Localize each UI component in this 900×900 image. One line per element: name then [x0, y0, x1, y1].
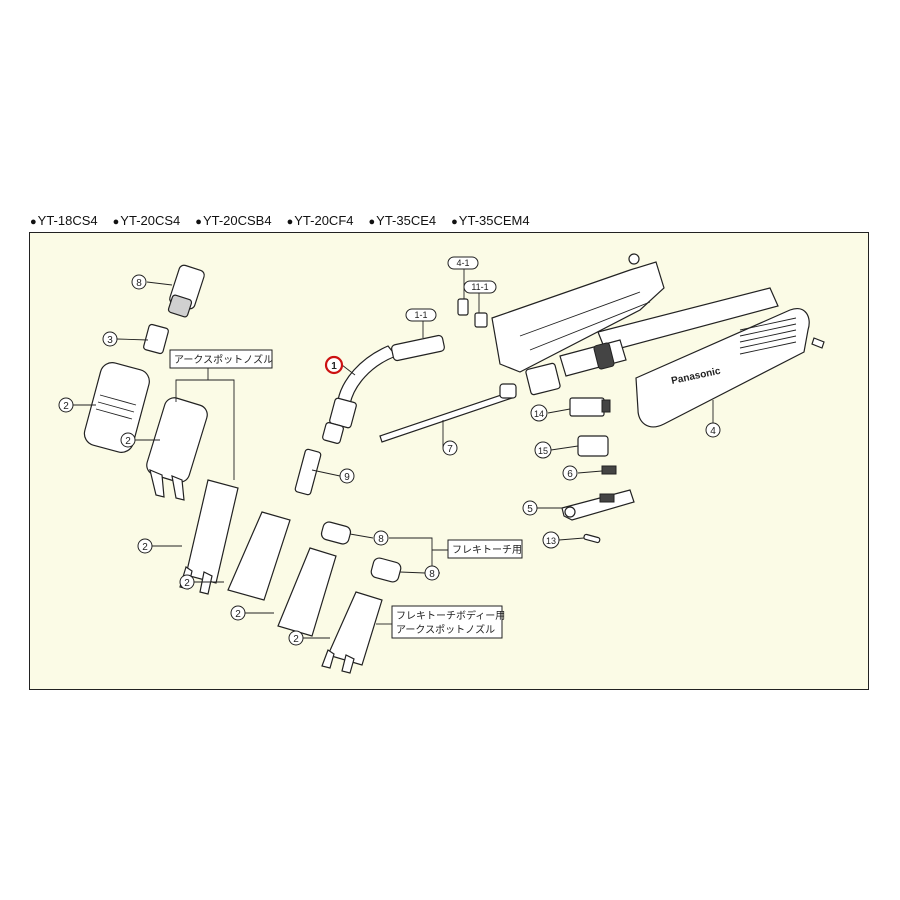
- tag-1-1: 1-1: [405, 308, 437, 322]
- part-handle-body: [491, 253, 665, 373]
- svg-text:5: 5: [527, 504, 533, 515]
- model-item: ●YT-35CE4: [368, 213, 437, 228]
- svg-text:アークスポットノズル: アークスポットノズル: [174, 353, 273, 366]
- svg-text:4-1: 4-1: [456, 258, 469, 268]
- tag-11-1: 11-1: [463, 280, 497, 294]
- svg-text:1: 1: [331, 361, 337, 372]
- svg-text:3: 3: [107, 335, 113, 346]
- svg-text:7: 7: [447, 444, 453, 455]
- callout-2-b: 2: [120, 432, 136, 448]
- callout-2-c: 2: [137, 538, 153, 554]
- callout-8-top: 8: [131, 274, 147, 290]
- part-2-spot-nozzle: [146, 397, 208, 501]
- tag-4-1: 4-1: [447, 256, 479, 270]
- callout-8-flexi-a: 8: [373, 530, 389, 546]
- part-2-long-nozzle-c: [277, 547, 337, 637]
- part-5-trigger: [561, 489, 635, 521]
- svg-text:9: 9: [344, 472, 350, 483]
- callout-2-a: 2: [58, 397, 74, 413]
- model-item: ●YT-20CF4: [286, 213, 354, 228]
- part-11-1-screw: [474, 312, 488, 328]
- model-list: ●YT-18CS4 ●YT-20CS4 ●YT-20CSB4 ●YT-20CF4…: [30, 213, 530, 233]
- model-item: ●YT-20CS4: [112, 213, 181, 228]
- leader-lines: [73, 268, 714, 639]
- callout-6: 6: [562, 465, 578, 481]
- svg-text:2: 2: [63, 401, 69, 412]
- part-15-block: [577, 435, 609, 457]
- callout-9: 9: [339, 468, 355, 484]
- callout-14: 14: [530, 404, 548, 422]
- svg-text:2: 2: [125, 436, 131, 447]
- part-2-nozzle-a: [83, 362, 150, 453]
- model-item: ●YT-20CSB4: [195, 213, 272, 228]
- callout-2-e: 2: [230, 605, 246, 621]
- part-14-switch: [569, 397, 611, 417]
- svg-text:15: 15: [538, 446, 548, 456]
- callout-15: 15: [534, 441, 552, 459]
- label-arc-spot-nozzle: アークスポットノズル: [169, 349, 273, 369]
- part-2-long-nozzle-b: [227, 511, 291, 601]
- part-4-cover: Panasonic: [635, 308, 810, 428]
- part-handle-tube: [559, 287, 779, 377]
- callout-5: 5: [522, 500, 538, 516]
- svg-text:2: 2: [293, 634, 299, 645]
- part-8-flexi-cap-a: [320, 521, 352, 545]
- svg-text:8: 8: [136, 278, 142, 289]
- svg-text:8: 8: [378, 534, 384, 545]
- svg-text:4: 4: [710, 426, 716, 437]
- callout-2-d: 2: [179, 574, 195, 590]
- callout-4: 4: [705, 422, 721, 438]
- model-item: ●YT-35CEM4: [451, 213, 530, 228]
- svg-text:2: 2: [184, 578, 190, 589]
- label-flexi-body-nozzle: フレキトーチボディー用 アークスポットノズル: [391, 605, 505, 639]
- svg-text:1-1: 1-1: [414, 310, 427, 320]
- part-2-long-nozzle-d: [321, 591, 383, 674]
- svg-text:11-1: 11-1: [471, 282, 488, 292]
- callout-1-highlight: 1: [324, 355, 344, 375]
- svg-text:フレキトーチ用: フレキトーチ用: [452, 544, 522, 556]
- part-6-spring: [601, 465, 617, 475]
- svg-text:13: 13: [546, 536, 556, 546]
- svg-text:アークスポットノズル: アークスポットノズル: [396, 623, 495, 636]
- svg-text:2: 2: [142, 542, 148, 553]
- callout-2-f: 2: [288, 630, 304, 646]
- part-13-pin: [583, 533, 601, 544]
- callout-3: 3: [102, 331, 118, 347]
- part-4-1-screw: [457, 298, 469, 316]
- svg-text:6: 6: [567, 469, 573, 480]
- part-1-torch-neck: [322, 334, 445, 444]
- callout-8-flexi-b: 8: [424, 565, 440, 581]
- svg-text:フレキトーチボディー用: フレキトーチボディー用: [396, 609, 505, 622]
- model-item: ●YT-18CS4: [30, 213, 98, 228]
- callout-7: 7: [442, 440, 458, 456]
- part-8-adapter: [167, 264, 205, 318]
- callout-13: 13: [542, 531, 560, 549]
- part-handle-clamp: [525, 362, 561, 396]
- part-3-insulator: [143, 323, 169, 355]
- svg-text:8: 8: [429, 569, 435, 580]
- part-screw: [811, 337, 825, 349]
- svg-text:14: 14: [534, 409, 544, 419]
- part-7-rod: [379, 383, 517, 443]
- label-flexi-torch: フレキトーチ用: [447, 539, 523, 559]
- part-9-tip: [294, 448, 322, 496]
- svg-text:2: 2: [235, 609, 241, 620]
- part-8-flexi-cap-b: [370, 557, 402, 583]
